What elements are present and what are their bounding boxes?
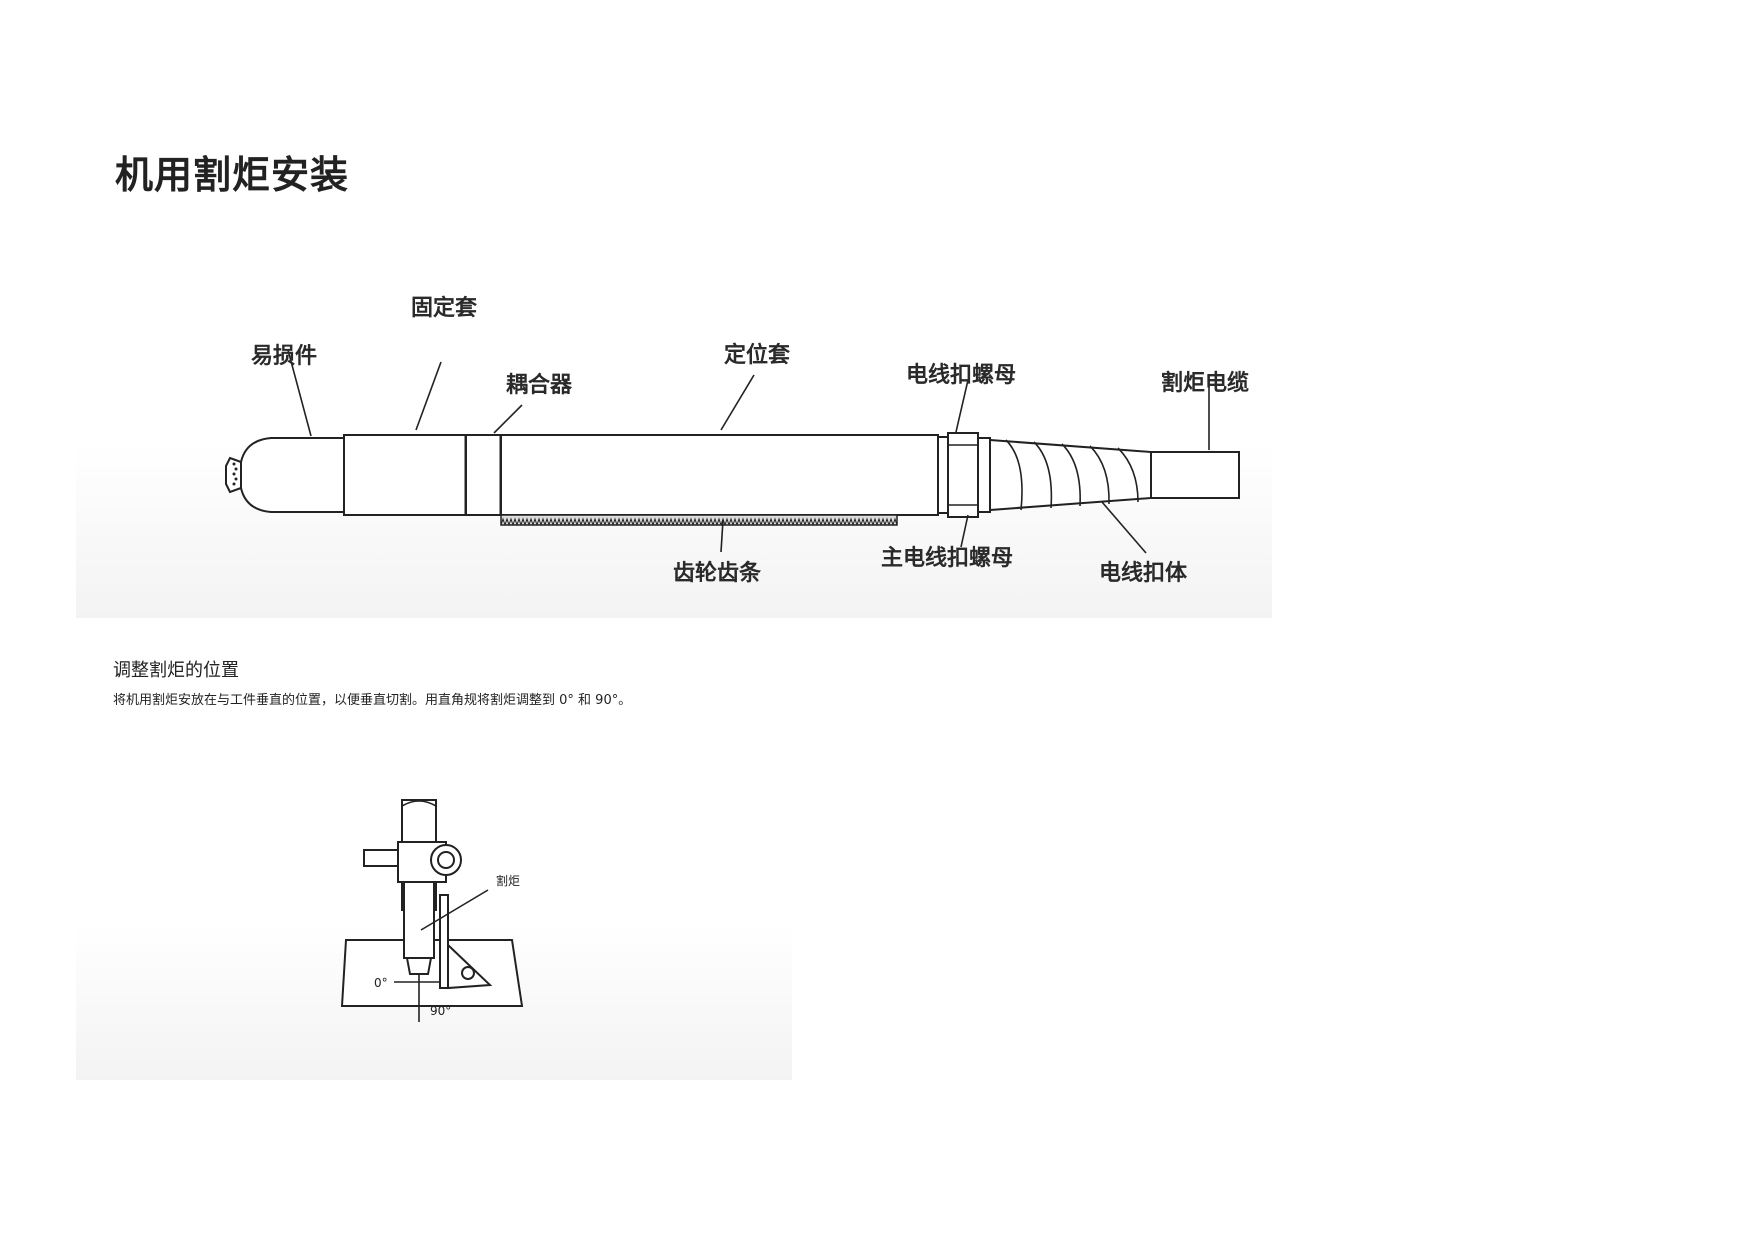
- consumables-body: [240, 437, 345, 513]
- label-torch-cable: 割炬电缆: [1161, 370, 1249, 396]
- strain-relief-nut-ring: [937, 436, 949, 514]
- label-main-strain-relief-nut: 主电线扣螺母: [881, 545, 1013, 571]
- square-alignment-panel: 割炬 0° 90°: [76, 730, 792, 1080]
- gear-rack-teeth: [500, 517, 898, 526]
- label-retaining-sleeve: 固定套: [411, 295, 477, 321]
- torch-assembly-panel: 易损件 固定套 耦合器 定位套 电线扣螺母 割炬电缆 齿轮齿条 主电线扣螺母 电…: [76, 230, 1272, 618]
- page-title: 机用割炬安装: [115, 153, 350, 197]
- tip-dots: [232, 462, 238, 486]
- angle-0-label: 0°: [374, 976, 388, 990]
- adjust-instructions: 将机用割炬安放在与工件垂直的位置，以便垂直切割。用直角规将割炬调整到 0° 和 …: [113, 693, 632, 708]
- label-consumables: 易损件: [251, 344, 317, 369]
- torch-nozzle: [405, 957, 433, 975]
- label-coupler: 耦合器: [506, 372, 573, 398]
- positioning-sleeve-shape: [500, 434, 939, 516]
- strain-relief-nut-shape: [947, 432, 979, 518]
- workpiece-plate: [340, 939, 524, 1007]
- strain-relief-coils: [1005, 439, 1139, 511]
- retaining-sleeve-shape: [343, 434, 467, 516]
- square-blade: [439, 894, 449, 989]
- angle-90-label: 90°: [430, 1004, 451, 1018]
- torch-assembly-diagram: 易损件 固定套 耦合器 定位套 电线扣螺母 割炬电缆 齿轮齿条 主电线扣螺母 电…: [225, 295, 1249, 586]
- label-strain-relief-body: 电线扣体: [1099, 560, 1188, 586]
- holder-arm: [363, 849, 403, 867]
- square-alignment-diagram: 割炬 0° 90°: [340, 799, 524, 1022]
- label-strain-relief-nut: 电线扣螺母: [906, 362, 1016, 388]
- torch-body: [403, 881, 435, 959]
- adjust-heading: 调整割炬的位置: [113, 660, 239, 681]
- label-gear-rack: 齿轮齿条: [673, 560, 762, 586]
- coupler-shape: [465, 434, 502, 516]
- label-positioning-sleeve: 定位套: [724, 342, 790, 368]
- leader-lines: [287, 349, 1210, 554]
- torch-cable-shape: [1150, 451, 1240, 499]
- torch-label: 割炬: [496, 873, 520, 888]
